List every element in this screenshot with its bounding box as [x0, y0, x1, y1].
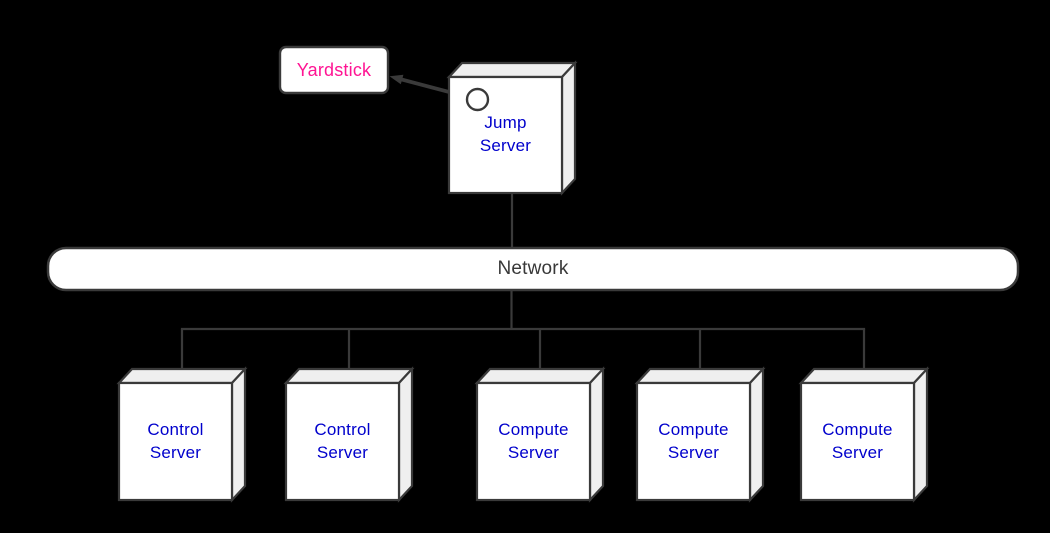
compute-server-2-side-face	[748, 366, 765, 503]
yardstick-box	[278, 45, 390, 95]
control-server-1-side-face	[230, 366, 247, 503]
compute-server-1-side-face	[588, 366, 605, 503]
network-bar	[46, 246, 1020, 292]
jump-server-node	[446, 60, 578, 196]
control-server-2-front-face	[284, 381, 401, 502]
compute-server-2-front-face	[635, 381, 752, 502]
compute-server-1-node	[474, 366, 606, 503]
control-server-2-node	[283, 366, 415, 503]
compute-server-2-top-face	[634, 367, 766, 385]
compute-server-3-node	[798, 366, 930, 503]
jump-server-side-face	[560, 60, 577, 196]
control-server-1-node	[116, 366, 248, 503]
connector-lines	[180, 193, 866, 372]
control-server-2-side-face	[397, 366, 414, 503]
compute-server-3-top-face	[798, 367, 930, 385]
jump-server-front-face	[447, 75, 564, 195]
compute-server-3-side-face	[912, 366, 929, 503]
yardstick-arrowhead	[389, 74, 404, 85]
jump-server-top-face	[446, 61, 578, 79]
control-server-2-top-face	[283, 367, 415, 385]
compute-server-3-front-face	[799, 381, 916, 502]
control-server-1-top-face	[116, 367, 248, 385]
compute-server-1-top-face	[474, 367, 606, 385]
control-server-1-front-face	[117, 381, 234, 502]
compute-server-2-node	[634, 366, 766, 503]
jump-server-port-icon	[465, 87, 490, 112]
compute-server-1-front-face	[475, 381, 592, 502]
